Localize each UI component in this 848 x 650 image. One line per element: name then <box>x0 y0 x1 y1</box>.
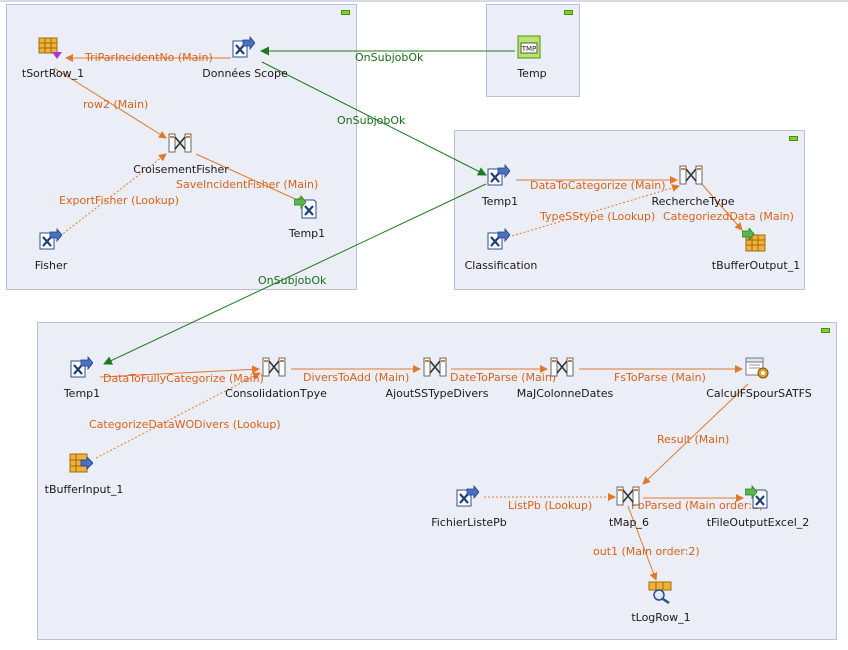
onsubjob-link-low <box>103 183 487 365</box>
node-label-tsortrow: tSortRow_1 <box>21 67 85 80</box>
subjob-group-3[interactable] <box>454 130 805 290</box>
node-label-ajoutsstypedivers: AjoutSSTypeDivers <box>385 387 489 400</box>
java-row-icon[interactable] <box>745 355 769 379</box>
node-label-temp1-a: Temp1 <box>288 227 326 240</box>
collapse-toggle[interactable] <box>341 10 350 15</box>
link-label-datatofullycategorize[interactable]: DataToFullyCategorize (Main) <box>103 372 264 385</box>
excel-input-icon[interactable] <box>231 36 255 60</box>
node-label-recherchetype: RechercheType <box>651 195 735 208</box>
tmp-file-icon[interactable]: TMP <box>517 35 541 59</box>
link-label-pbparsed[interactable]: PbParsed (Main order:1) <box>631 499 764 512</box>
node-label-fichierlistepb: FichierListePb <box>431 516 507 529</box>
tmap-icon[interactable] <box>550 355 574 379</box>
top-border <box>0 0 848 2</box>
node-label-consolidationtpye: ConsolidationTpye <box>225 387 327 400</box>
node-label-calculfspoursatfs: CalculFSpourSATFS <box>706 387 812 400</box>
subjob-group-1[interactable] <box>6 4 357 290</box>
link-label-exportfisher[interactable]: ExportFisher (Lookup) <box>59 194 180 207</box>
link-label-typesstype[interactable]: TypeSStype (Lookup) <box>540 210 656 223</box>
link-label-datetoparse[interactable]: DateToParse (Main) <box>450 371 557 384</box>
main-links[interactable] <box>53 54 749 581</box>
excel-input-icon[interactable] <box>486 228 510 252</box>
tmap-icon[interactable] <box>168 131 192 155</box>
link-label-result[interactable]: Result (Main) <box>657 433 730 446</box>
link-label-onsubjobok-low[interactable]: OnSubjobOk <box>258 274 327 287</box>
link-label-categoriezddata[interactable]: CategoriezdData (Main) <box>663 210 794 223</box>
tmap-icon[interactable] <box>616 484 640 508</box>
node-label-tbufferoutput: tBufferOutput_1 <box>711 259 801 272</box>
link-label-categorizedatawodivers[interactable]: CategorizeDataWODivers (Lookup) <box>89 418 281 431</box>
onsubjob-link-mid <box>261 61 487 176</box>
node-label-temp: Temp <box>517 67 547 80</box>
log-row-icon[interactable] <box>648 580 672 604</box>
collapse-toggle[interactable] <box>564 10 573 15</box>
link-label-listpb[interactable]: ListPb (Lookup) <box>508 499 593 512</box>
link-label-fstoparse[interactable]: FsToParse (Main) <box>614 371 706 384</box>
buffer-input-icon[interactable] <box>69 451 93 475</box>
tmap-icon[interactable] <box>423 355 447 379</box>
node-label-tbufferinput: tBufferInput_1 <box>44 483 124 496</box>
collapse-toggle[interactable] <box>789 136 798 141</box>
excel-output-icon[interactable] <box>294 195 318 219</box>
link-label-triparincidentno[interactable]: TriParIncidentNo (Main) <box>85 51 213 64</box>
node-label-majcolonnedates: MaJColonneDates <box>516 387 614 400</box>
excel-input-icon[interactable] <box>38 228 62 252</box>
excel-input-icon[interactable] <box>486 164 510 188</box>
lookup-links[interactable] <box>59 153 680 501</box>
node-label-tlogrow: tLogRow_1 <box>631 611 691 624</box>
sort-icon[interactable] <box>38 36 62 60</box>
link-label-out1[interactable]: out1 (Main order:2) <box>593 545 700 558</box>
node-label-temp1-b: Temp1 <box>481 195 519 208</box>
node-label-temp1-c: Temp1 <box>63 387 101 400</box>
node-label-tmap6: tMap_6 <box>608 516 650 529</box>
excel-input-icon[interactable] <box>455 485 479 509</box>
node-label-classification: Classification <box>464 259 538 272</box>
node-label-donnees-scope: Données Scope <box>202 67 288 80</box>
link-label-saveincidentfisher[interactable]: SaveIncidentFisher (Main) <box>176 178 319 191</box>
link-label-onsubjobok-mid[interactable]: OnSubjobOk <box>337 114 406 127</box>
link-label-datatocategorize[interactable]: DataToCategorize (Main) <box>530 179 666 192</box>
excel-output-icon[interactable] <box>745 485 769 509</box>
tmap-icon[interactable] <box>679 163 703 187</box>
link-label-diverstoadd[interactable]: DiversToAdd (Main) <box>303 371 410 384</box>
subjob-group-4[interactable] <box>37 322 837 640</box>
node-label-fisher: Fisher <box>34 259 68 272</box>
node-label-croisementfisher: CroisementFisher <box>133 163 229 176</box>
svg-text:TMP: TMP <box>521 45 537 53</box>
buffer-output-icon[interactable] <box>742 228 766 252</box>
link-label-onsubjobok-top[interactable]: OnSubjobOk <box>355 51 424 64</box>
node-label-tfileoutputexcel: tFileOutputExcel_2 <box>706 516 810 529</box>
collapse-toggle[interactable] <box>821 328 830 333</box>
trigger-links[interactable] <box>103 46 515 365</box>
link-label-row2[interactable]: row2 (Main) <box>83 98 149 111</box>
tmap-icon[interactable] <box>262 355 286 379</box>
excel-input-icon[interactable] <box>69 356 93 380</box>
